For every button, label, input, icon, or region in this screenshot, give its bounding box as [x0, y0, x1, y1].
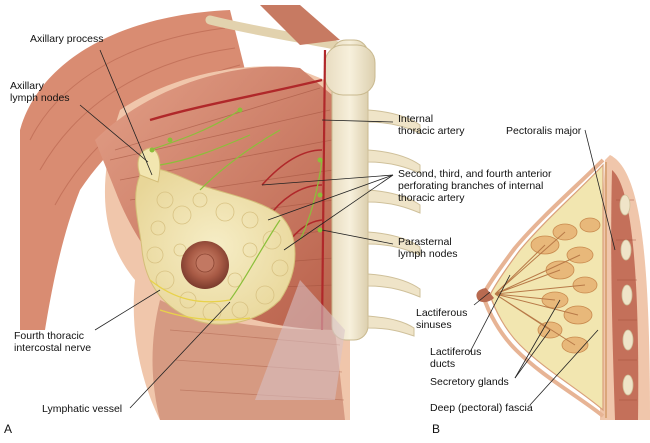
label-perforating-branches: Second, third, and fourth anterior perfo…: [398, 168, 552, 204]
label-axillary-lymph-nodes: Axillary lymph nodes: [10, 80, 70, 104]
nipple: [195, 253, 215, 273]
panel-a-illustration: [20, 5, 421, 421]
label-deep-pectoral-fascia: Deep (pectoral) fascia: [430, 402, 533, 414]
label-internal-thoracic-artery: Internal thoracic artery: [398, 113, 465, 137]
label-axillary-process: Axillary process: [30, 33, 104, 45]
label-parasternal-lymph-nodes: Parasternal lymph nodes: [398, 236, 458, 260]
label-secretory-glands: Secretory glands: [430, 376, 509, 388]
nipple-b: [476, 288, 494, 303]
ribs: [367, 109, 421, 337]
label-lymphatic-vessel: Lymphatic vessel: [42, 403, 123, 415]
lactiferous-ducts-b: [494, 231, 586, 346]
manubrium: [324, 44, 376, 96]
leader-lines: [79, 49, 616, 409]
panel-label-b: B: [432, 422, 441, 436]
lymph-vessels: [149, 109, 323, 301]
neck-muscle: [260, 5, 340, 45]
ribs-b: [619, 194, 634, 396]
internal-thoracic-artery: [320, 49, 327, 331]
lymph-nodes: [149, 107, 323, 233]
label-lactiferous-sinuses: Lactiferous sinuses: [416, 307, 468, 331]
intercostal-nerve: [149, 279, 251, 321]
label-lactiferous-ducts: Lactiferous ducts: [430, 346, 482, 370]
abdominal-overlay: [255, 280, 345, 400]
axillary-tail: [137, 147, 161, 183]
axillary-artery: [149, 78, 323, 122]
label-fourth-thoracic-intercostal-nerve: Fourth thoracic intercostal nerve: [14, 330, 92, 354]
panel-label-a: A: [4, 422, 13, 436]
clavicle: [205, 15, 340, 50]
label-pectoralis-major: Pectoralis major: [506, 125, 582, 137]
panel-b-illustration: [476, 155, 650, 420]
